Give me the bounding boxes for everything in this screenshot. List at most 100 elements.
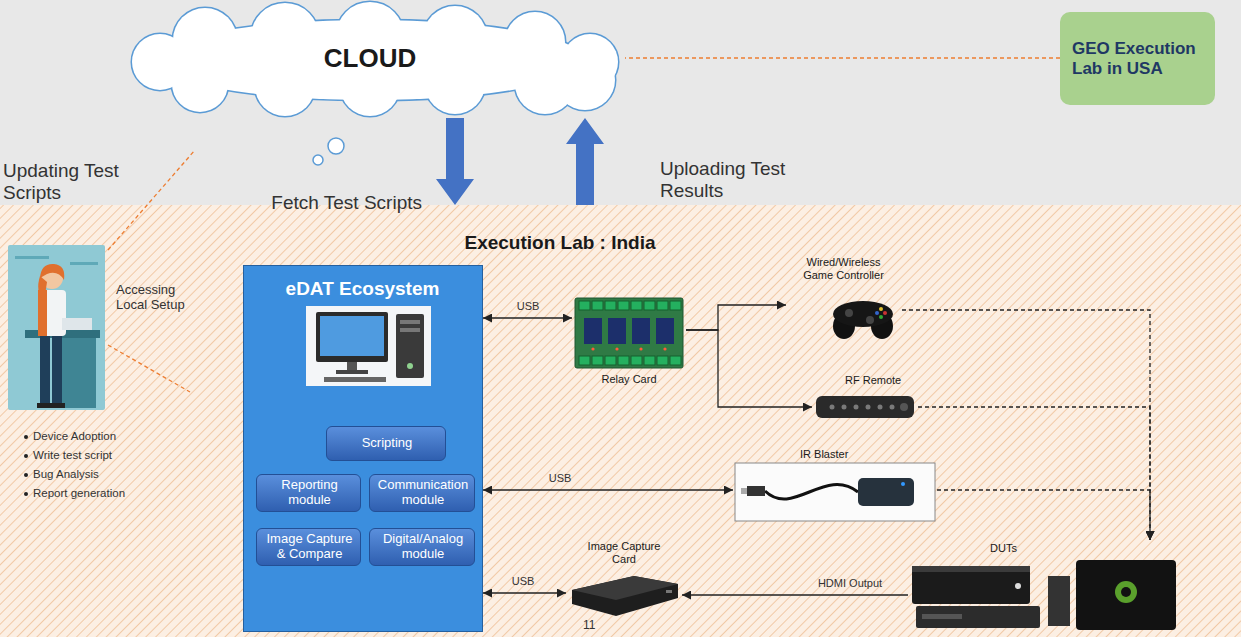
devices-under-test-text: DUTs: [990, 542, 1090, 555]
remote-button: [830, 405, 835, 410]
hdmi-connector-label: HDMI Output: [805, 577, 895, 590]
rf-remote: RF Remote: [812, 372, 918, 424]
capture-port: [666, 590, 672, 593]
person-hair: [40, 264, 64, 280]
usb-connector: [483, 592, 566, 593]
remote-button: [878, 405, 883, 410]
drive-bay: [400, 328, 420, 332]
relay: [656, 318, 674, 344]
usb-connector-label: USB: [537, 472, 583, 485]
terminal-block: [670, 301, 681, 310]
rf-remote-text: RF Remote: [845, 374, 915, 387]
terminal-block: [618, 356, 629, 365]
terminal-block: [592, 356, 603, 365]
person-leg: [40, 335, 50, 405]
terminal-block: [618, 301, 629, 310]
status-led: [615, 347, 618, 350]
relay: [584, 318, 602, 344]
module-box: Scripting: [326, 426, 446, 461]
module-box-text: Reporting module: [261, 478, 358, 508]
relay-wire: [686, 305, 786, 330]
terminal-block: [644, 301, 655, 310]
capture-box-top: [572, 576, 678, 600]
module-box-text: Scripting: [331, 436, 443, 451]
controller-body: [833, 301, 893, 327]
status-led: [591, 347, 594, 350]
top-ground: [0, 0, 1241, 205]
monitor: [316, 312, 388, 362]
relay-board: [575, 298, 683, 368]
terminal-block: [631, 301, 642, 310]
block-arrow: [436, 118, 474, 205]
module-box-text: Image Capture & Compare: [261, 532, 358, 562]
computer-backdrop: [306, 306, 431, 386]
monitor-stand: [347, 362, 357, 370]
terminal-block: [579, 301, 590, 310]
terminal-block: [579, 356, 590, 365]
cloud-fill: [555, 50, 615, 110]
person-laptop: [62, 318, 92, 330]
capture-box: [572, 576, 678, 616]
remote-pad: [900, 403, 908, 411]
block-arrow-label: Fetch Test Scripts: [200, 192, 422, 214]
terminal-block: [605, 356, 616, 365]
terminal-block: [657, 356, 668, 365]
terminal-block: [631, 356, 642, 365]
execution-lab-band-text: Execution Lab : India: [410, 232, 710, 254]
person-podium: [62, 338, 96, 408]
execution-lab-band: Execution Lab : India eDAT EcosystemScrip…: [0, 205, 1241, 637]
cloud-fill: [255, 56, 315, 116]
usb-connector: [483, 317, 572, 318]
keyboard: [324, 377, 386, 382]
thought-bubble: [328, 138, 344, 154]
relay: [632, 318, 650, 344]
terminal-block: [657, 301, 668, 310]
drive-bay: [400, 320, 420, 324]
cloud-outline: [425, 54, 485, 114]
ir-blaster: IR Blaster: [733, 446, 937, 524]
control-signal: [937, 490, 1150, 540]
controller-button: [879, 315, 883, 319]
controller-button: [883, 311, 887, 315]
cloud-shape-text: CLOUD: [115, 44, 625, 74]
module-box-text: Digital/Analog module: [374, 532, 472, 562]
thumbstick: [866, 316, 874, 324]
usb-connector-label: USB: [505, 300, 551, 313]
cloud-shape: CLOUD: [115, 0, 625, 118]
media-player: [1048, 576, 1070, 626]
flow-note: Updating Test Scripts: [3, 160, 143, 204]
terminal-block: [605, 301, 616, 310]
task-bullet: Device Adoption: [33, 430, 233, 443]
devices-under-test: DUTs: [908, 540, 1192, 634]
game-console: [912, 566, 1030, 604]
control-signal: [902, 310, 1150, 540]
leader-line: [108, 345, 190, 392]
hdmi-connector: [682, 594, 908, 595]
remote-button: [866, 405, 871, 410]
cube-console: [1076, 560, 1176, 630]
module-box: Digital/Analog module: [369, 528, 475, 566]
game-controller-text: Wired/Wireless Game Controller: [796, 256, 891, 281]
thought-bubble: [313, 155, 323, 165]
person-shelf: [70, 262, 98, 265]
task-bullet: Report generation: [33, 487, 233, 500]
control-signal: [918, 407, 1150, 540]
monitor-base: [336, 370, 368, 374]
relay: [608, 318, 626, 344]
console-logo-core: [1121, 587, 1131, 597]
block-arrow: [566, 118, 604, 205]
hatched-band-ground: [0, 205, 1241, 637]
cloud-outline: [255, 56, 315, 116]
relay-wire: [686, 330, 812, 407]
dashed-link: [625, 57, 1060, 58]
person-caption: Accessing Local Setup: [116, 283, 201, 313]
set-top-box: [916, 606, 1040, 628]
terminal-block: [644, 356, 655, 365]
image-capture-card: Image Capture Card: [566, 540, 682, 620]
edat-ecosystem-box-text: eDAT Ecosystem: [244, 278, 481, 300]
bullet-dot: [24, 454, 28, 458]
relay-card-text: Relay Card: [572, 373, 686, 386]
power-light: [407, 363, 413, 369]
edat-ecosystem-box: eDAT EcosystemScriptingReporting moduleC…: [243, 265, 483, 632]
terminal-block: [592, 301, 603, 310]
